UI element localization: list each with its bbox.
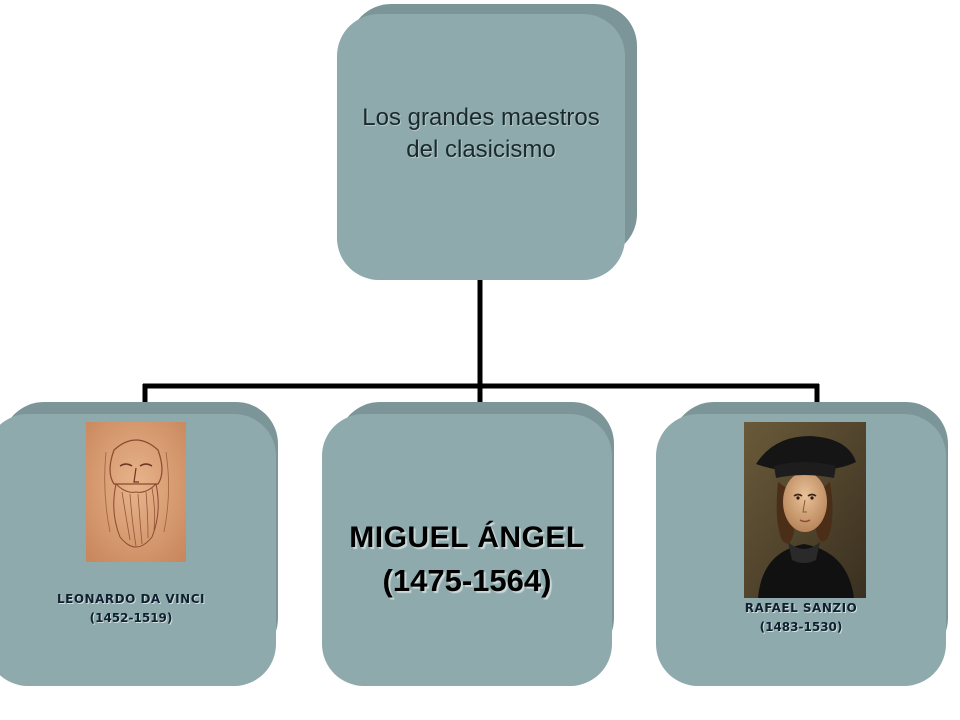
leonardo-dates: (1452-1519): [89, 611, 173, 625]
root-title-line1: Los grandes maestros: [362, 104, 600, 131]
child-node-miguel-angel[interactable]: MIGUEL ÁNGEL (1475-1564): [322, 402, 614, 686]
miguel-angel-dates: (1475-1564): [382, 563, 552, 598]
rafael-portrait-image: [744, 422, 866, 598]
child-node-leonardo[interactable]: LEONARDO DA VINCI (1452-1519): [0, 402, 278, 686]
miguel-angel-name: MIGUEL ÁNGEL: [349, 521, 585, 554]
root-node[interactable]: Los grandes maestros del clasicismo: [337, 4, 637, 280]
leonardo-name: LEONARDO DA VINCI: [57, 592, 205, 606]
rafael-name: RAFAEL SANZIO: [744, 601, 858, 615]
child-node-face: [322, 414, 612, 686]
root-node-face: [337, 14, 625, 280]
rafael-dates: (1483-1530): [759, 620, 843, 634]
child-node-rafael[interactable]: RAFAEL SANZIO (1483-1530): [656, 402, 948, 686]
leonardo-portrait-image: [86, 422, 186, 562]
root-title-line2: del clasicismo: [406, 136, 556, 163]
